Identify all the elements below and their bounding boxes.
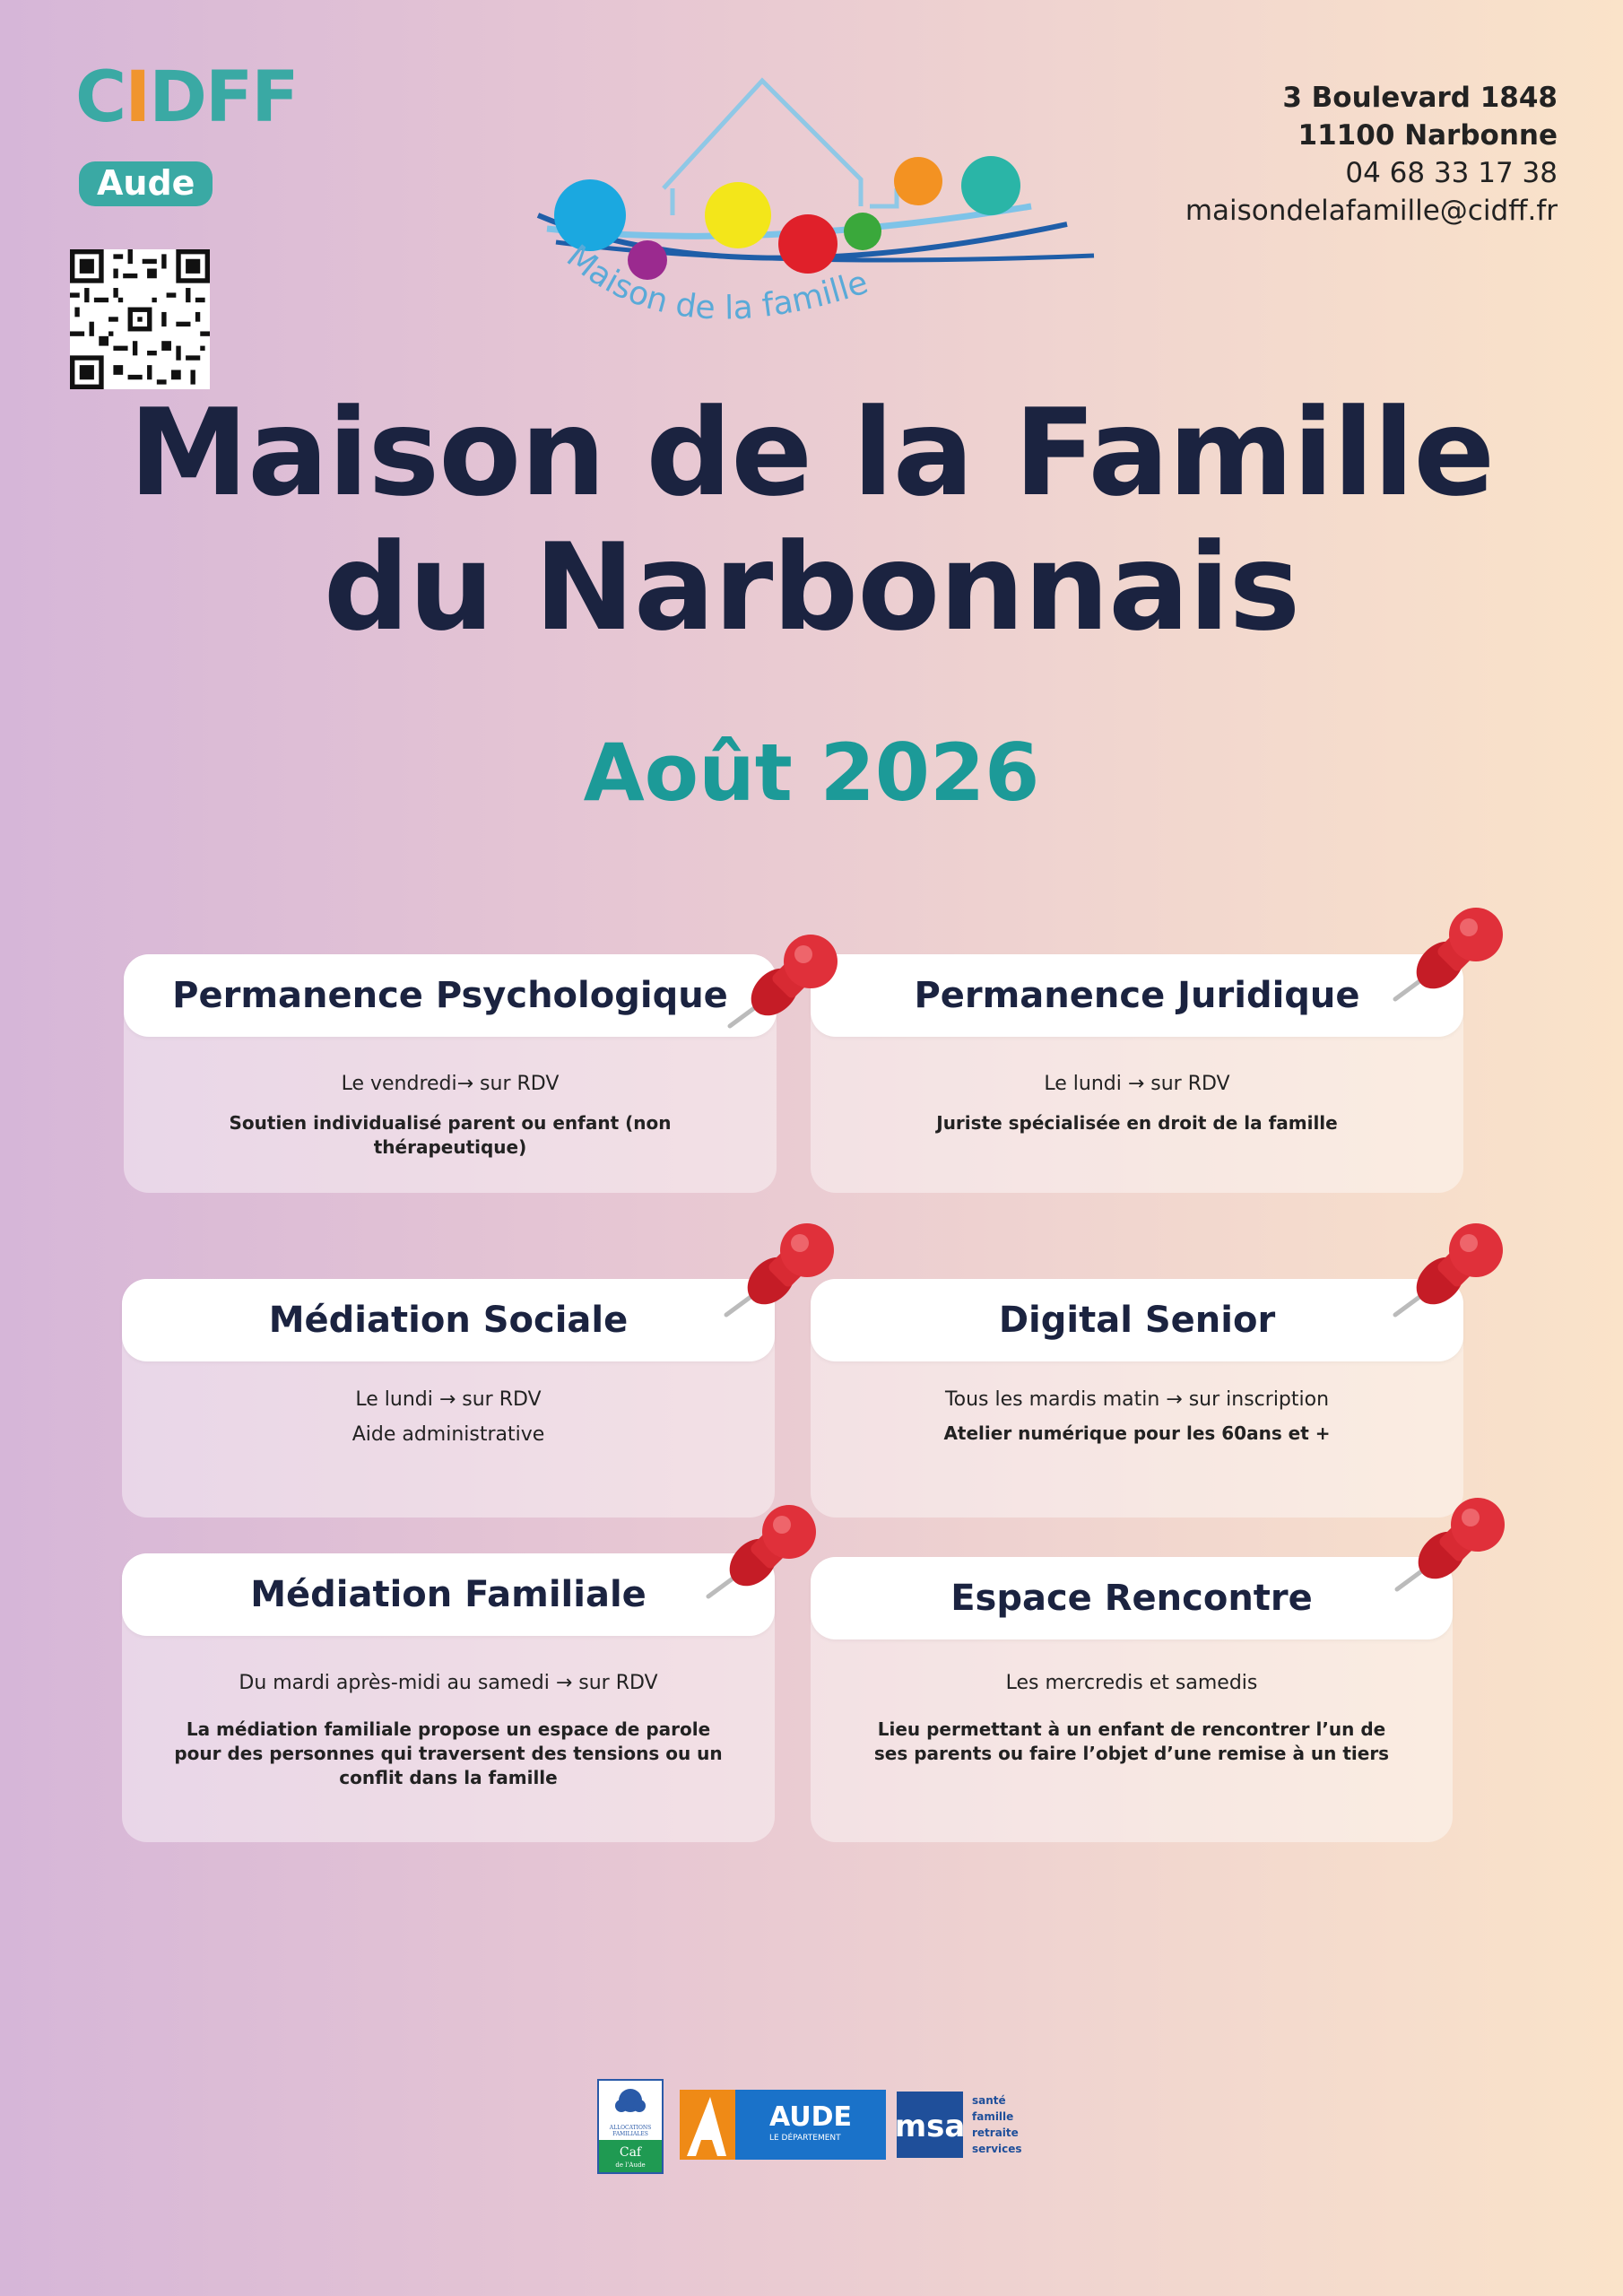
card-title: Digital Senior	[998, 1300, 1276, 1341]
card-body: Du mardi après-midi au samedi → sur RDV …	[161, 1672, 735, 1790]
contact-block: 3 Boulevard 1848 11100 Narbonne 04 68 33…	[1185, 79, 1558, 230]
cidff-logo-sub: Aude	[79, 161, 213, 206]
msa-logo-name: msa	[897, 2109, 965, 2144]
card-schedule: Le vendredi→ sur RDV	[341, 1073, 560, 1095]
card-body: Tous les mardis matin → sur inscription …	[838, 1388, 1436, 1446]
card-body: Le vendredi→ sur RDV Soutien individuali…	[151, 1073, 750, 1160]
card-schedule: Les mercredis et samedis	[1005, 1672, 1258, 1694]
msa-tag: santé	[972, 2094, 1006, 2107]
caf-line4: de l'Aude	[615, 2161, 645, 2169]
cidff-logo-name: CIDFF	[75, 57, 299, 138]
pushpin-icon	[727, 935, 838, 1029]
card-title: Permanence Juridique	[914, 975, 1360, 1016]
card-description: Soutien individualisé parent ou enfant (…	[229, 1112, 672, 1158]
card-title: Permanence Psychologique	[172, 975, 728, 1016]
card-title: Espace Rencontre	[950, 1578, 1313, 1619]
address-line2: 11100 Narbonne	[1298, 119, 1558, 152]
caf-line1: ALLOCATIONS	[609, 2125, 651, 2131]
caf-line2: FAMILIALES	[612, 2131, 648, 2137]
caf-logo: ALLOCATIONS FAMILIALES Caf de l'Aude	[597, 2079, 664, 2174]
card-mediation-familiale: Médiation Familiale Du mardi après-midi …	[122, 1553, 775, 1842]
aude-logo-sub: LE DÉPARTEMENT	[769, 2132, 841, 2143]
card-title: Médiation Familiale	[250, 1574, 647, 1615]
card-header: Permanence Psychologique	[124, 954, 777, 1037]
card-description: Aide administrative	[352, 1423, 545, 1446]
card-description: Atelier numérique pour les 60ans et +	[943, 1422, 1331, 1444]
card-header: Médiation Sociale	[122, 1279, 775, 1361]
card-schedule: Du mardi après-midi au samedi → sur RDV	[239, 1672, 658, 1694]
pushpin-icon	[1394, 1498, 1505, 1592]
card-schedule: Le lundi → sur RDV	[355, 1388, 542, 1411]
phone-number[interactable]: 04 68 33 17 38	[1345, 157, 1558, 189]
card-body: Le lundi → sur RDV Aide administrative	[149, 1388, 748, 1462]
card-schedule: Tous les mardis matin → sur inscription	[944, 1388, 1330, 1411]
msa-tag: retraite	[972, 2126, 1019, 2139]
msa-tag: services	[972, 2143, 1022, 2155]
card-title: Médiation Sociale	[268, 1300, 629, 1341]
title-line1: Maison de la Famille	[128, 383, 1495, 523]
aude-departement-logo: AUDE LE DÉPARTEMENT	[680, 2090, 886, 2160]
cidff-logo-text: CIDFF	[75, 63, 344, 133]
card-permanence-psychologique: Permanence Psychologique Le vendredi→ su…	[124, 954, 777, 1193]
card-permanence-juridique: Permanence Juridique Le lundi → sur RDV …	[811, 954, 1463, 1193]
qr-code[interactable]	[70, 249, 210, 389]
cidff-logo: CIDFF Aude	[75, 63, 344, 206]
card-header: Digital Senior	[811, 1279, 1463, 1361]
title-line2: du Narbonnais	[323, 517, 1301, 657]
pushpin-icon	[1393, 908, 1503, 1002]
pushpin-icon	[1393, 1223, 1503, 1318]
page-title: Maison de la Famille du Narbonnais	[0, 386, 1623, 655]
aude-logo-name: AUDE	[769, 2101, 852, 2133]
card-body: Les mercredis et samedis Lieu permettant…	[864, 1672, 1399, 1766]
pushpin-icon	[724, 1223, 834, 1318]
card-description: Juriste spécialisée en droit de la famil…	[936, 1112, 1338, 1134]
month-heading: Août 2026	[583, 726, 1040, 819]
address-line1: 3 Boulevard 1848	[1282, 82, 1558, 114]
card-body: Le lundi → sur RDV Juriste spécialisée e…	[838, 1073, 1436, 1135]
card-mediation-sociale: Médiation Sociale Le lundi → sur RDV Aid…	[122, 1279, 775, 1518]
pushpin-icon	[706, 1505, 816, 1599]
msa-tag: famille	[972, 2110, 1013, 2123]
card-header: Espace Rencontre	[811, 1557, 1453, 1639]
maison-de-la-famille-logo: Maison de la famille	[536, 77, 1095, 327]
card-description: Lieu permettant à un enfant de rencontre…	[873, 1718, 1390, 1764]
card-schedule: Le lundi → sur RDV	[1044, 1073, 1230, 1095]
caf-line3: Caf	[620, 2145, 643, 2160]
card-description: La médiation familiale propose un espace…	[174, 1718, 723, 1788]
card-digital-senior: Digital Senior Tous les mardis matin → s…	[811, 1279, 1463, 1518]
card-header: Médiation Familiale	[122, 1553, 775, 1636]
card-espace-rencontre: Espace Rencontre Les mercredis et samedi…	[811, 1557, 1453, 1842]
email-link[interactable]: maisondelafamille@cidff.fr	[1185, 195, 1558, 227]
card-header: Permanence Juridique	[811, 954, 1463, 1037]
msa-logo: msa santé famille retraite services	[897, 2092, 1022, 2158]
